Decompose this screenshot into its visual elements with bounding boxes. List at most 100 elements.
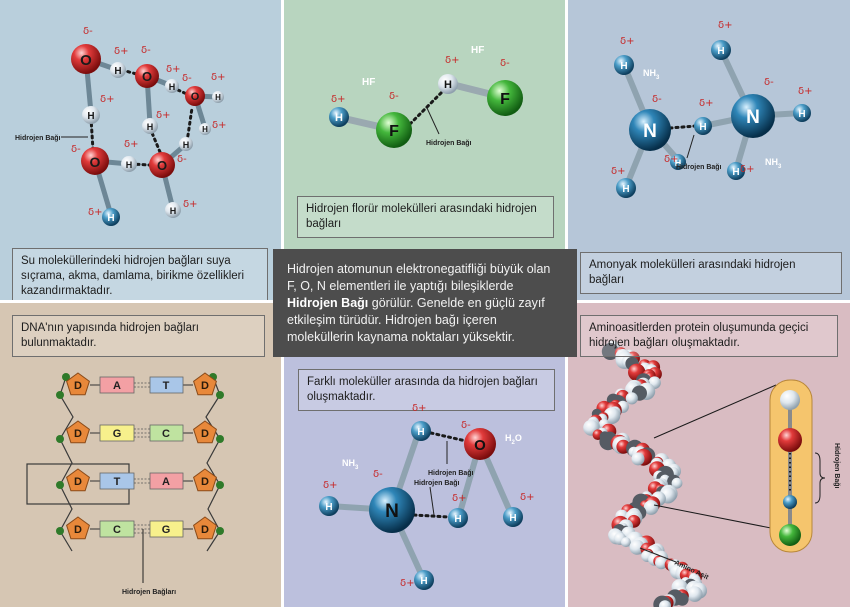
svg-text:δ+: δ+	[718, 20, 733, 31]
capsule-brace	[814, 452, 826, 504]
svg-text:O: O	[191, 91, 200, 103]
base-left-label: C	[113, 524, 121, 536]
center-text-end: görülür. Genelde en güçlü zayıf etkileşi…	[287, 296, 545, 344]
hydrogen-atom	[614, 55, 634, 75]
svg-text:Hidrojen Bağı: Hidrojen Bağı	[676, 164, 722, 171]
helix-atom	[671, 477, 683, 489]
svg-text:δ+: δ+	[664, 154, 679, 165]
dna-phosphates	[56, 373, 224, 535]
svg-text:H: H	[620, 61, 627, 72]
helix-atom	[687, 586, 703, 602]
center-text-bold: Hidrojen Bağı	[287, 296, 369, 310]
svg-text:H: H	[675, 158, 682, 168]
oxygen-atom	[149, 152, 175, 178]
svg-text:F: F	[389, 123, 399, 140]
svg-text:O: O	[90, 154, 101, 170]
fluorine-atom	[487, 80, 523, 116]
svg-text:δ-: δ-	[652, 94, 662, 105]
svg-text:δ-: δ-	[461, 420, 471, 431]
oxygen-atom	[185, 86, 205, 106]
sugar-label: D	[74, 428, 82, 440]
sugar-pentagon	[66, 468, 90, 492]
svg-text:δ-: δ-	[141, 45, 151, 56]
svg-text:δ+: δ+	[323, 480, 338, 491]
hf-charge-labels: δ+ δ- δ+ δ-	[331, 55, 510, 105]
svg-text:δ+: δ+	[740, 164, 755, 175]
nh3-formula-label: NH3	[342, 458, 359, 471]
svg-text:N: N	[385, 501, 399, 522]
svg-text:δ+: δ+	[798, 86, 813, 97]
nitrogen-atom	[779, 524, 801, 546]
hydrogen-atom	[212, 91, 224, 103]
hydrogen-atom	[448, 508, 468, 528]
sugar-label: D	[201, 524, 209, 536]
svg-text:O: O	[142, 69, 152, 84]
hf-covalent-bonds	[338, 80, 506, 133]
oxygen-atom	[71, 44, 101, 74]
hydrogen-atom	[414, 570, 434, 590]
hydrogen-atom	[503, 507, 523, 527]
hydrogen-atom	[793, 104, 811, 122]
hydrogen-atom	[616, 178, 636, 198]
svg-text:Hidrojen Bağı: Hidrojen Bağı	[414, 480, 460, 487]
ammonia-bond-callout: Hidrojen Bağı	[676, 134, 722, 171]
svg-text:H: H	[717, 46, 724, 57]
panel-ammonia: H H H N H H H H N δ+ δ- δ+ δ+ δ+ δ+	[568, 0, 850, 300]
svg-text:δ+: δ+	[452, 493, 467, 504]
dna-bond-callout: Hidrojen Bağları	[122, 529, 176, 596]
svg-text:δ-: δ-	[373, 469, 383, 480]
svg-text:H: H	[202, 125, 208, 134]
mixed-bond-callout: Hidrojen Bağı Hidrojen Bağı	[414, 441, 474, 516]
hydrogen-atom	[411, 421, 431, 441]
svg-text:δ-: δ-	[182, 73, 192, 84]
svg-text:H: H	[732, 167, 739, 178]
svg-text:H: H	[87, 111, 94, 122]
hf-hydrogen-bond	[408, 90, 444, 126]
helix-atom	[625, 392, 638, 405]
nitrogen-atom	[629, 109, 671, 151]
mixed-caption: Farklı moleküller arasında da hidrojen b…	[298, 369, 555, 411]
hf-bond-callout: Hidrojen Bağı	[426, 107, 472, 147]
svg-text:δ-: δ-	[764, 77, 774, 88]
base-right	[149, 376, 184, 394]
hydrogen-atom	[82, 106, 100, 124]
water-atoms: O H H O H H O H H O H	[71, 44, 224, 226]
svg-text:H: H	[454, 514, 461, 525]
svg-text:H: H	[622, 184, 629, 195]
mixed-charge-labels: δ+ δ- δ+ δ+ δ- δ+ δ+	[323, 403, 535, 589]
fluorine-atom	[376, 112, 412, 148]
protein-diagram: Hidrojen Bağı Amino Asit	[583, 340, 840, 607]
panel-protein: Aminoasitlerden protein oluşumunda geçic…	[568, 303, 850, 607]
helix-atom	[629, 539, 645, 555]
svg-text:O: O	[80, 52, 92, 69]
ammonia-diagram: H H H N H H H H N δ+ δ- δ+ δ+ δ+ δ+	[611, 20, 813, 198]
oxygen-atom	[778, 428, 802, 452]
base-right-label: A	[162, 476, 170, 488]
svg-text:δ-: δ-	[389, 91, 399, 102]
h2o-formula-label: H2O	[505, 433, 522, 446]
svg-text:δ-: δ-	[71, 144, 81, 155]
helix-atom	[675, 592, 689, 606]
helix-atom	[620, 537, 631, 548]
svg-text:δ+: δ+	[156, 110, 171, 121]
svg-text:δ+: δ+	[183, 199, 198, 210]
ammonia-formula-label: NH3	[643, 68, 660, 81]
svg-text:H: H	[417, 427, 424, 438]
svg-text:Hidrojen Bağı: Hidrojen Bağı	[428, 470, 474, 477]
sugar-label: D	[201, 476, 209, 488]
water-diagram: O H H O H H O H H O H	[15, 26, 227, 226]
sugar-pentagon	[66, 372, 90, 396]
mixed-hydrogen-bonds	[412, 431, 468, 519]
svg-text:δ+: δ+	[445, 55, 460, 66]
svg-text:δ+: δ+	[400, 578, 415, 589]
svg-text:δ+: δ+	[620, 36, 635, 47]
nitrogen-atom	[731, 94, 775, 138]
helix-atom	[659, 600, 671, 607]
ammonia-hydrogen-bond	[668, 124, 698, 130]
base-left	[99, 376, 135, 394]
svg-text:Hidrojen Bağı: Hidrojen Bağı	[15, 135, 61, 142]
base-right-label: T	[163, 380, 170, 392]
helix-atom	[655, 556, 668, 570]
